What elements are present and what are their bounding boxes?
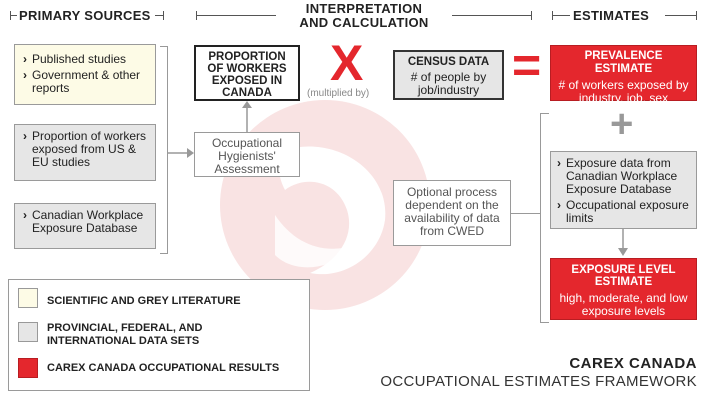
header-rule — [196, 15, 276, 16]
assessment-label: Occupational Hygienists' Assessment — [211, 136, 283, 176]
header-tick — [696, 11, 697, 20]
header-interpretation-line1: INTERPRETATION — [305, 1, 423, 16]
census-sub: # of people by job/industry — [410, 70, 487, 97]
header-rule — [155, 15, 164, 16]
exposure-level-title: EXPOSURE LEVEL ESTIMATE — [571, 264, 676, 288]
legend-label-results: CAREX CANADA OCCUPATIONAL RESULTS — [47, 362, 280, 374]
bullet-exposure-limits: › Occupational exposure limits — [557, 199, 692, 225]
plus-symbol: + — [610, 102, 634, 146]
cwed-box: › Canadian Workplace Exposure Database — [14, 203, 156, 249]
header-rule — [452, 15, 532, 16]
published-studies-label: Published studies — [32, 52, 127, 66]
header-rule — [552, 15, 570, 16]
arrow-to-assessment — [167, 148, 194, 158]
prevalence-title: PREVALENCE ESTIMATE — [584, 50, 663, 75]
legend-label-data-sets: PROVINCIAL, FEDERAL, AND INTERNATIONAL D… — [47, 322, 203, 347]
prevalence-sub: # of workers exposed by industry, job, s… — [558, 78, 689, 105]
arrow-up-to-proportion — [242, 101, 252, 132]
primary-sources-bracket — [160, 46, 168, 254]
optional-connector — [511, 213, 541, 214]
prevalence-estimate-box: PREVALENCE ESTIMATE # of workers exposed… — [550, 45, 697, 105]
header-tick — [163, 11, 164, 20]
bullet-us-eu-studies: › Proportion of workers exposed from US &… — [23, 130, 149, 169]
bullet-government-reports: › Government & other reports — [23, 69, 149, 95]
exposure-data-box: › Exposure data from Canadian Workplace E… — [550, 151, 697, 229]
header-interpretation: INTERPRETATION AND CALCULATION — [190, 2, 538, 30]
government-reports-label: Government & other reports — [32, 68, 141, 95]
footer-title: CAREX CANADA — [569, 355, 697, 372]
estimates-bracket — [540, 113, 549, 323]
equals-symbol: = — [512, 37, 542, 93]
census-title: CENSUS DATA — [407, 56, 490, 68]
bullet-published-studies: › Published studies — [23, 53, 149, 66]
header-tick — [531, 11, 532, 20]
proportion-label: PROPORTION OF WORKERS EXPOSED IN CANADA — [207, 51, 287, 99]
multiply-caption: (multiplied by) — [307, 88, 370, 99]
legend-swatch-results — [18, 358, 38, 378]
proportion-box: PROPORTION OF WORKERS EXPOSED IN CANADA — [194, 45, 300, 101]
chevron-right-icon: › — [23, 208, 27, 222]
chevron-right-icon: › — [23, 52, 27, 66]
exposure-level-box: EXPOSURE LEVEL ESTIMATE high, moderate, … — [550, 258, 697, 320]
exposure-data-label: Exposure data from Canadian Workplace Ex… — [566, 156, 678, 196]
census-box: CENSUS DATA # of people by job/industry — [393, 50, 504, 100]
footer-subtitle: OCCUPATIONAL ESTIMATES FRAMEWORK — [380, 373, 697, 390]
chevron-right-icon: › — [23, 68, 27, 82]
legend: SCIENTIFIC AND GREY LITERATURE PROVINCIA… — [8, 279, 310, 391]
header-primary-sources: PRIMARY SOURCES — [19, 8, 151, 23]
header-rule — [665, 15, 697, 16]
chevron-right-icon: › — [23, 129, 27, 143]
arrow-down-to-exposure-level — [618, 229, 628, 256]
header-rule — [10, 15, 17, 16]
header-estimates: ESTIMATES — [573, 8, 650, 23]
multiply-symbol: X — [330, 35, 364, 91]
bullet-exposure-data: › Exposure data from Canadian Workplace E… — [557, 157, 692, 196]
published-studies-box: › Published studies › Government & other r… — [14, 44, 156, 105]
cwed-label: Canadian Workplace Exposure Database — [32, 208, 144, 235]
exposure-level-sub: high, moderate, and low exposure levels — [559, 291, 688, 318]
chevron-right-icon: › — [557, 198, 561, 212]
us-eu-studies-box: › Proportion of workers exposed from US &… — [14, 124, 156, 181]
legend-swatch-literature — [18, 288, 38, 308]
header-interpretation-line2: AND CALCULATION — [299, 15, 429, 30]
chevron-right-icon: › — [557, 156, 561, 170]
bullet-cwed: › Canadian Workplace Exposure Database — [23, 209, 149, 235]
legend-label-literature: SCIENTIFIC AND GREY LITERATURE — [47, 295, 241, 307]
us-eu-studies-label: Proportion of workers exposed from US & … — [32, 129, 147, 169]
optional-process-label: Optional process dependent on the availa… — [404, 185, 500, 238]
optional-process-box: Optional process dependent on the availa… — [393, 180, 511, 246]
assessment-box: Occupational Hygienists' Assessment — [194, 132, 300, 177]
legend-swatch-data-sets — [18, 322, 38, 342]
exposure-limits-label: Occupational exposure limits — [566, 198, 689, 225]
